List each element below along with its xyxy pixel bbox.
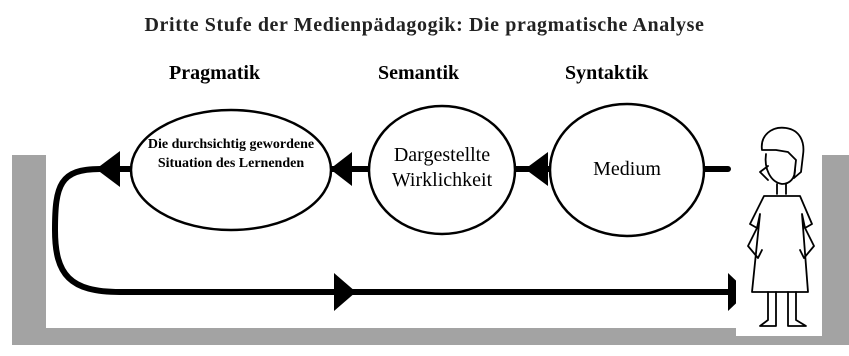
ellipse-semantik xyxy=(367,104,517,236)
label-semantik: Semantik xyxy=(378,62,460,84)
ellipse-syntaktik xyxy=(548,102,706,238)
arrowhead-syntaktik-to-semantik xyxy=(525,152,548,186)
label-syntaktik: Syntaktik xyxy=(565,62,649,84)
learner-figure-icon xyxy=(736,124,822,336)
frame-right-bar xyxy=(822,155,849,345)
node-semantik-text: Dargestellte Wirklichkeit xyxy=(391,144,493,191)
arrowhead-bottom-middle xyxy=(334,273,356,311)
label-pragmatik: Pragmatik xyxy=(169,62,261,84)
node-syntaktik-text: Medium xyxy=(593,158,661,180)
arrowhead-pragmatik-out xyxy=(96,151,120,187)
diagram-title: Dritte Stufe der Medienpädagogik: Die pr… xyxy=(144,14,705,36)
arrowhead-semantik-to-pragmatik xyxy=(330,152,352,186)
ellipse-pragmatik xyxy=(129,108,333,232)
frame-left-bar xyxy=(12,155,46,345)
node-pragmatik-text: Die durchsichtig gewordene Situation des… xyxy=(147,137,315,171)
frame-bottom-bar xyxy=(12,328,849,345)
